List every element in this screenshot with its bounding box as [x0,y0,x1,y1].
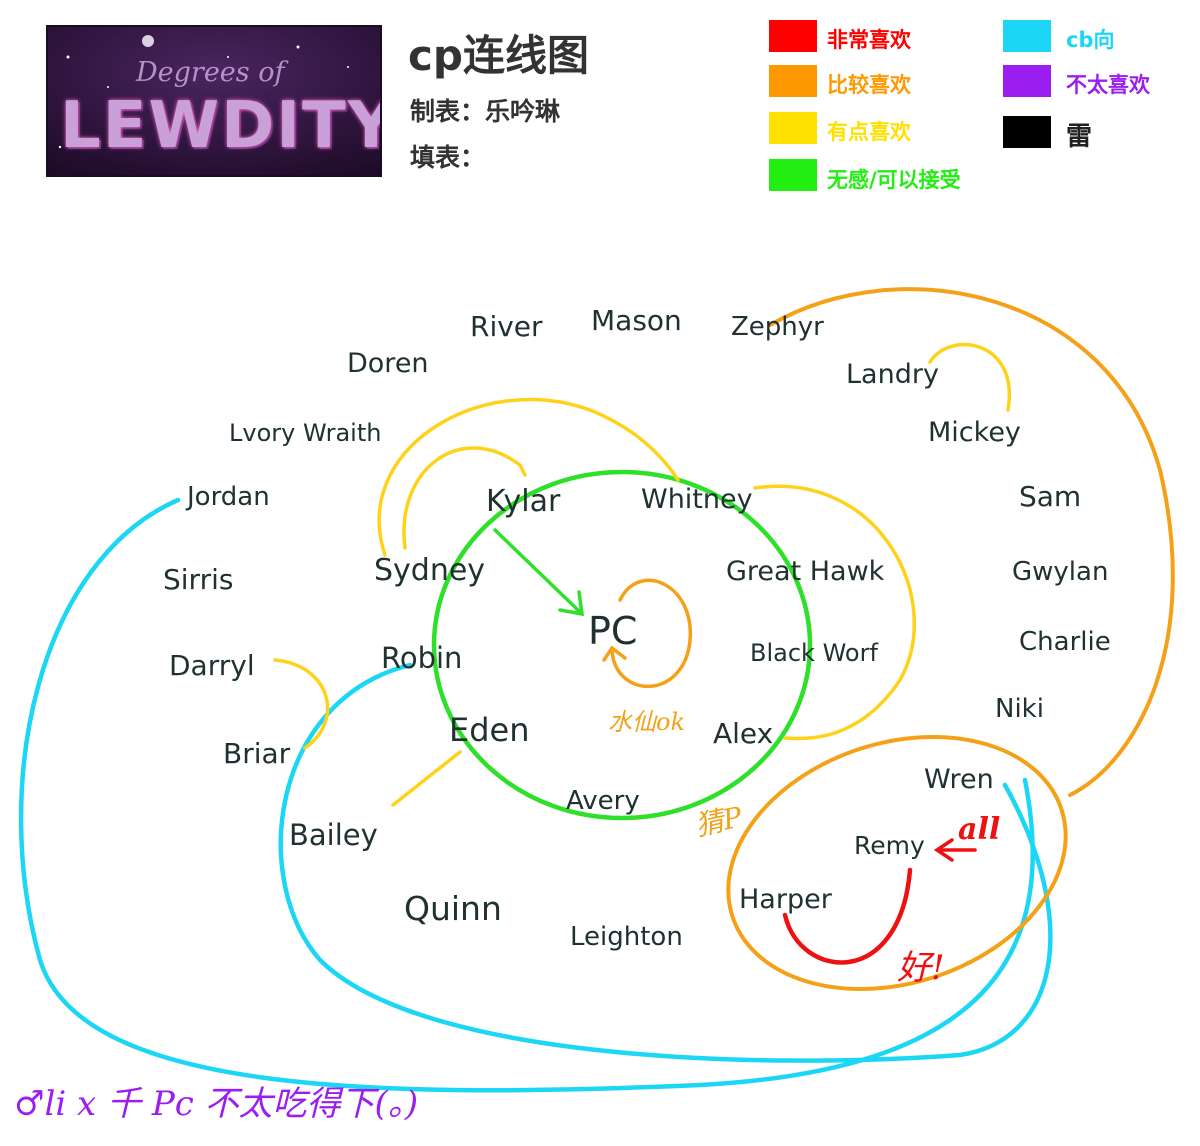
legend-label-fairly-like: 比较喜欢 [827,73,911,97]
legend-swatch-somewhat-like [769,112,817,144]
logo-subtitle: Degrees of [136,57,285,88]
legend-label-dislike: 不太喜欢 [1066,73,1150,97]
cyan-arc-jordan [18,497,1035,1093]
legend-swatch-hate [1003,116,1051,148]
filler-label: 填表： [410,143,486,172]
page-title: cp连线图 [408,31,589,80]
orange-loop-arrowhead [602,645,627,662]
character-black-worf: Black Worf [750,639,878,667]
character-niki: Niki [995,694,1044,724]
red-arrowhead [933,838,954,862]
yellow-arc-sydney-kylar [402,446,527,550]
yellow-arc-darryl-briar [273,658,330,750]
character-mason: Mason [591,304,682,337]
character-leighton: Leighton [570,922,683,952]
legend-swatch-cb [1003,20,1051,52]
orange-loop-pc [610,578,692,688]
character-remy: Remy [854,831,925,860]
orange-arc-zephyr [768,287,1175,797]
character-pc: PC [588,609,638,653]
maker-label: 制表：乐吟琳 [410,97,561,126]
annotation-bottom-note: ♂li x 千 Pc 不太吃得下(。) [14,1084,419,1124]
green-circle-center [431,469,813,821]
character-sydney: Sydney [374,553,486,588]
cyan-arc-robin [278,662,1053,1063]
legend-label-somewhat-like: 有点喜欢 [827,120,911,144]
character-landry: Landry [846,359,939,390]
logo-title: LEWDITY [60,89,382,163]
legend-label-neutral: 无感/可以接受 [827,168,961,192]
game-logo: Degrees of LEWDITY [46,25,382,177]
green-arrow-kylar-pc [493,528,582,614]
character-charlie: Charlie [1019,627,1111,657]
character-great-hawk: Great Hawk [726,556,885,587]
annotation-harper-good: 好! [897,948,945,988]
yellow-arc-sydney-whitney [377,397,680,557]
character-alex: Alex [713,717,774,750]
character-kylar: Kylar [486,484,561,519]
legend-swatch-dislike [1003,65,1051,97]
character-bailey: Bailey [289,818,378,852]
character-doren: Doren [347,348,429,379]
legend-swatch-fairly-like [769,65,817,97]
character-quinn: Quinn [404,889,502,928]
character-jordan: Jordan [187,482,270,512]
character-lvory-wraith: Lvory Wraith [229,419,382,447]
annotation-remy-all: all [958,812,1001,847]
legend-swatch-neutral [769,159,817,191]
character-robin: Robin [381,641,463,675]
orange-oval-group [726,734,1068,992]
annotation-pc-self: 水仙ok [608,708,685,736]
red-arc-remy-harper [782,867,913,965]
legend-label-very-like: 非常喜欢 [827,28,911,52]
legend-swatch-very-like [769,20,817,52]
legend-label-cb: cb向 [1066,28,1115,52]
yellow-arc-whitney-alex [753,484,916,741]
green-arrowhead [558,590,585,617]
character-mickey: Mickey [928,417,1021,448]
yellow-line-eden-bailey [391,750,462,807]
character-zephyr: Zephyr [731,312,824,342]
character-river: River [470,310,543,343]
legend-label-hate: 雷 [1066,122,1093,152]
character-eden: Eden [449,711,530,749]
character-whitney: Whitney [641,484,753,515]
character-sirris: Sirris [163,563,234,596]
yellow-arc-landry-mickey [928,342,1012,412]
character-briar: Briar [223,737,291,770]
character-wren: Wren [924,764,994,795]
character-sam: Sam [1019,480,1082,513]
character-avery: Avery [566,786,640,816]
character-gwylan: Gwylan [1012,557,1109,587]
character-harper: Harper [739,884,832,915]
character-darryl: Darryl [169,649,255,682]
